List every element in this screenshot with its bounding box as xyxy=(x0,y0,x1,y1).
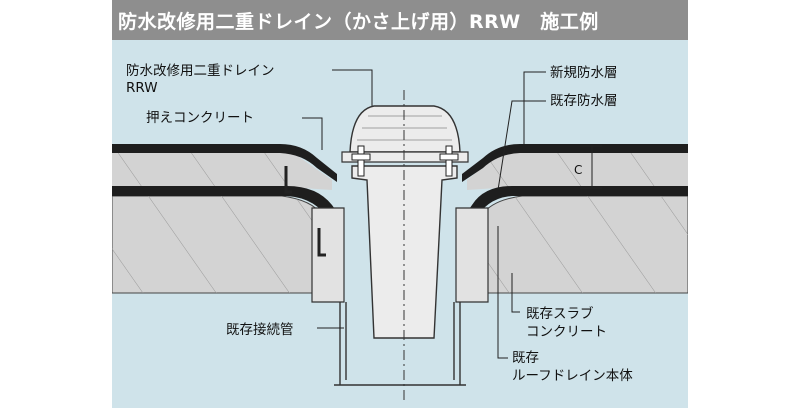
existing-waterproof-left xyxy=(112,186,344,232)
label-roof-drain-line1: 既存 xyxy=(512,350,539,366)
leader-press-concrete xyxy=(302,117,323,150)
existing-pipe xyxy=(339,302,461,385)
diagram-frame: 防水改修用二重ドレイン（かさ上げ用）RRW 施工例 xyxy=(112,0,688,408)
diagram-title: 防水改修用二重ドレイン（かさ上げ用）RRW 施工例 xyxy=(118,11,599,33)
title-bar: 防水改修用二重ドレイン（かさ上げ用）RRW 施工例 xyxy=(112,0,688,40)
label-new-waterproof: 新規防水層 xyxy=(550,65,618,81)
label-dimension-c: C xyxy=(574,163,582,177)
leader-roof-drain xyxy=(497,226,508,359)
leader-drain xyxy=(332,69,373,106)
clamp-bolt-right xyxy=(445,145,453,177)
label-roof-drain-line2: ルーフドレイン本体 xyxy=(512,368,633,384)
label-existing-pipe: 既存接続管 xyxy=(226,321,294,338)
clamp-bolt-left xyxy=(357,145,365,177)
drain-strainer xyxy=(349,105,461,153)
label-existing-waterproof: 既存防水層 xyxy=(550,93,618,109)
leader-slab xyxy=(511,273,520,313)
existing-waterproof-right xyxy=(460,186,688,232)
label-slab-line2: コンクリート xyxy=(526,324,607,340)
construction-diagram: 防水改修用二重ドレイン RRW 押えコンクリート 新規防水層 既存防水層 C 既… xyxy=(112,40,688,408)
leader-new-waterproof xyxy=(523,71,546,144)
label-drain-name: 防水改修用二重ドレイン xyxy=(126,63,275,79)
label-drain-model: RRW xyxy=(126,80,158,96)
anchor-bolt xyxy=(284,166,292,194)
existing-roof-drain-body xyxy=(311,207,489,303)
label-press-concrete: 押えコンクリート xyxy=(146,110,254,126)
new-waterproof-right xyxy=(462,144,688,182)
label-slab-line1: 既存スラブ xyxy=(526,305,594,322)
new-waterproof-left xyxy=(112,144,337,182)
leader-existing-waterproof xyxy=(497,100,546,191)
